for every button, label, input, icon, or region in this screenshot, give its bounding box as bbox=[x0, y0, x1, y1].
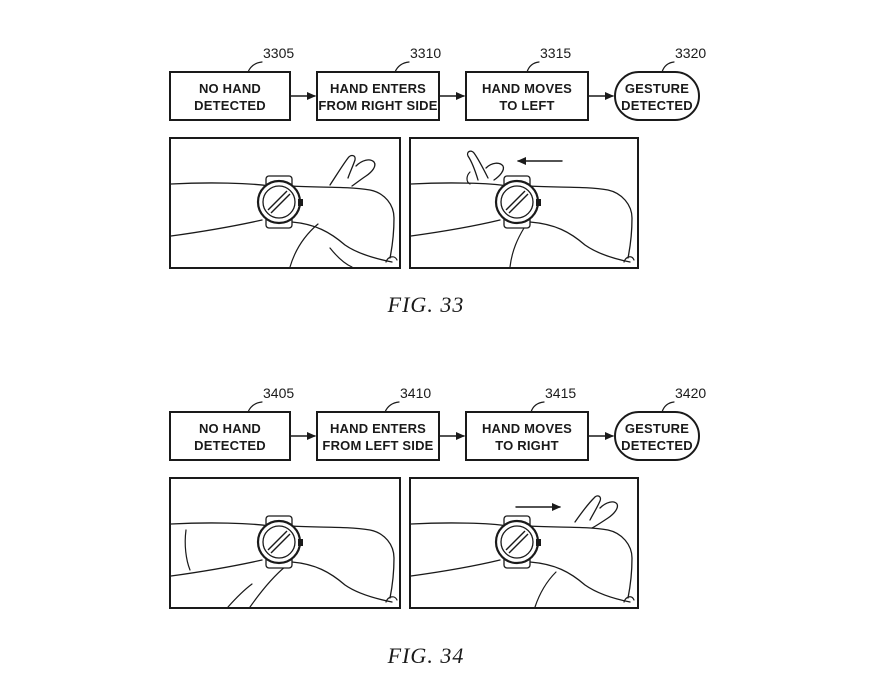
reference-numeral: 3310 bbox=[410, 45, 441, 61]
illustration-panel-33-a bbox=[169, 137, 401, 269]
flow-step-label-line1: HAND MOVES bbox=[482, 81, 572, 96]
flowchart-33: NO HAND DETECTED 3305 HAND ENTERS FROM R… bbox=[169, 45, 706, 121]
flow-step-3310: HAND ENTERS FROM RIGHT SIDE 3310 bbox=[316, 45, 441, 121]
flow-step-label-line2: DETECTED bbox=[621, 438, 693, 453]
flow-step-3305: NO HAND DETECTED 3305 bbox=[169, 45, 294, 121]
flow-step-3405: NO HAND DETECTED 3405 bbox=[169, 385, 294, 461]
flow-step-label-line2: FROM LEFT SIDE bbox=[322, 438, 433, 453]
illustration-panel-33-b bbox=[409, 137, 639, 269]
flow-step-label-line1: NO HAND bbox=[199, 81, 261, 96]
reference-numeral: 3315 bbox=[540, 45, 571, 61]
flow-step-label-line2: DETECTED bbox=[621, 98, 693, 113]
illustration-panel-34-b bbox=[409, 477, 639, 609]
figure-34: NO HAND DETECTED 3405 HAND ENTERS FROM L… bbox=[169, 385, 706, 668]
reference-numeral: 3415 bbox=[545, 385, 576, 401]
flow-step-label-line1: HAND ENTERS bbox=[330, 421, 426, 436]
flowchart-34: NO HAND DETECTED 3405 HAND ENTERS FROM L… bbox=[169, 385, 706, 461]
flow-step-label-line1: HAND MOVES bbox=[482, 421, 572, 436]
figure-33: NO HAND DETECTED 3305 HAND ENTERS FROM R… bbox=[169, 45, 706, 317]
flow-step-3415: HAND MOVES TO RIGHT 3415 bbox=[465, 385, 589, 461]
flow-step-3410: HAND ENTERS FROM LEFT SIDE 3410 bbox=[316, 385, 440, 461]
figure-caption: FIG. 33 bbox=[387, 292, 465, 317]
reference-numeral: 3320 bbox=[675, 45, 706, 61]
flow-step-label-line1: HAND ENTERS bbox=[330, 81, 426, 96]
flow-step-label-line1: GESTURE bbox=[625, 81, 689, 96]
flow-step-label-line1: GESTURE bbox=[625, 421, 689, 436]
flow-step-label-line2: TO LEFT bbox=[499, 98, 554, 113]
flow-step-label-line2: TO RIGHT bbox=[495, 438, 558, 453]
flow-step-label-line1: NO HAND bbox=[199, 421, 261, 436]
reference-numeral: 3410 bbox=[400, 385, 431, 401]
reference-numeral: 3405 bbox=[263, 385, 294, 401]
flow-step-3420: GESTURE DETECTED 3420 bbox=[614, 385, 706, 461]
flow-step-3320: GESTURE DETECTED 3320 bbox=[614, 45, 706, 121]
reference-numeral: 3420 bbox=[675, 385, 706, 401]
flow-step-label-line2: FROM RIGHT SIDE bbox=[318, 98, 437, 113]
figure-caption: FIG. 34 bbox=[387, 643, 465, 668]
flow-step-3315: HAND MOVES TO LEFT 3315 bbox=[465, 45, 589, 121]
flow-step-label-line2: DETECTED bbox=[194, 98, 266, 113]
flow-step-label-line2: DETECTED bbox=[194, 438, 266, 453]
reference-numeral: 3305 bbox=[263, 45, 294, 61]
illustration-panel-34-a bbox=[169, 477, 401, 609]
